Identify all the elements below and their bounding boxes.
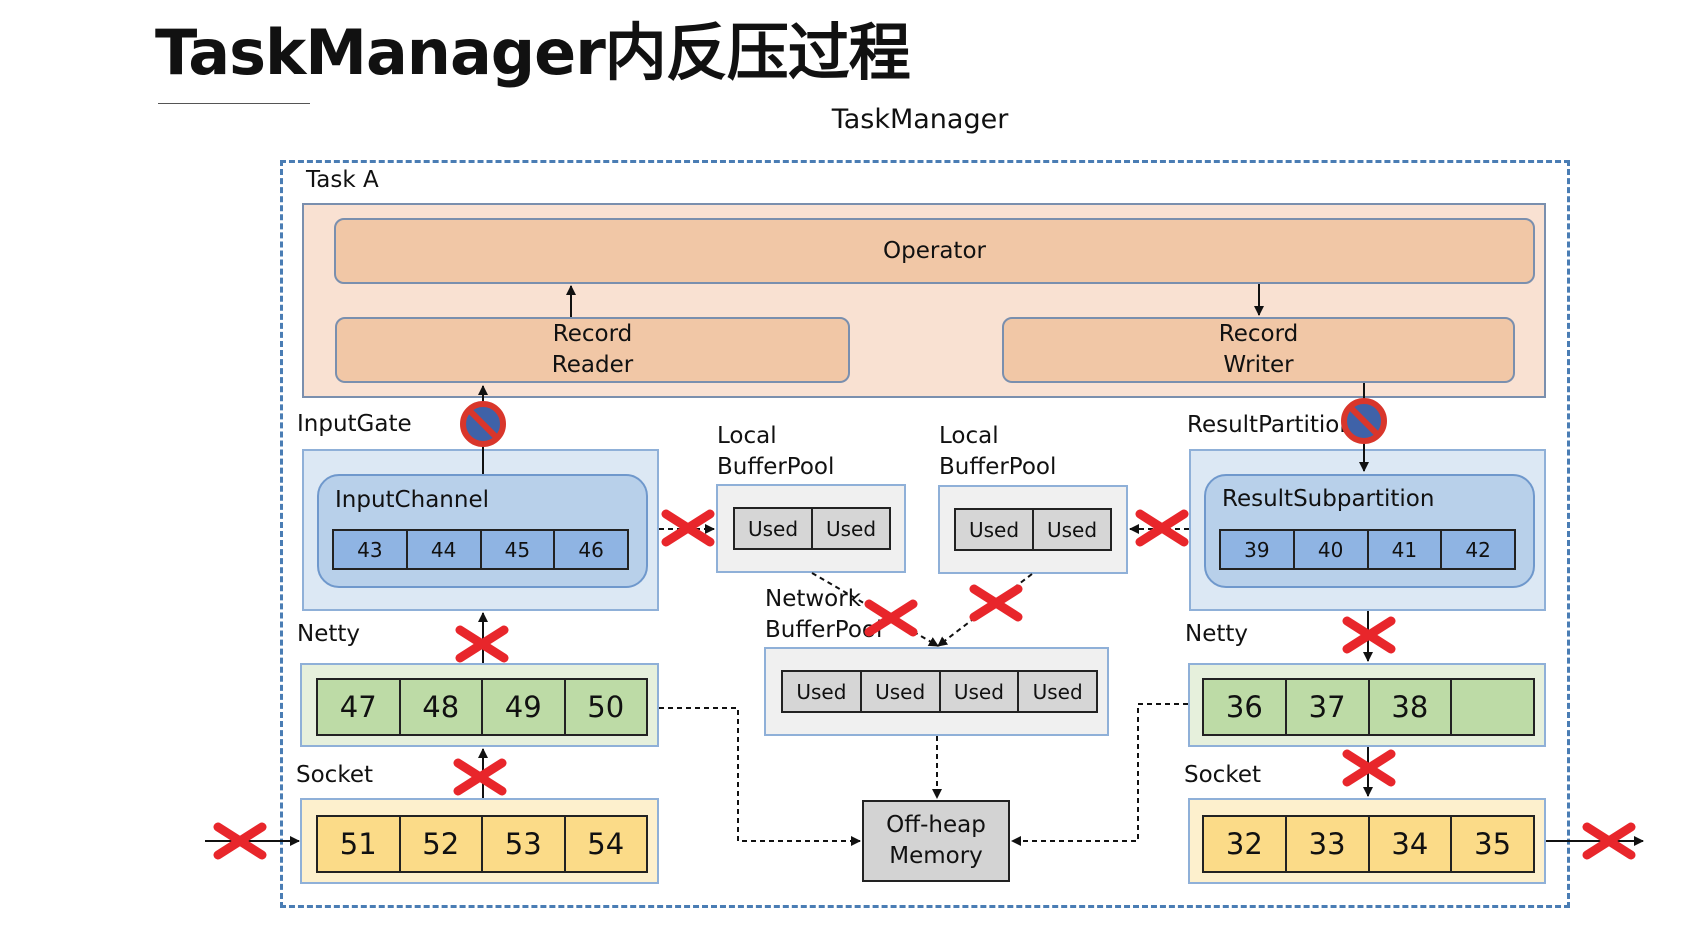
- result-partition-label: ResultPartition: [1187, 412, 1354, 438]
- used-slot: Used: [859, 672, 939, 711]
- buffer-cell: 34: [1367, 817, 1451, 871]
- blocked-x-external-input: [218, 827, 262, 855]
- buffer-cell: 52: [398, 817, 482, 871]
- buffer-cell: 32: [1225, 827, 1263, 861]
- buffer-cell: 50: [563, 680, 647, 734]
- offheap-line2: Memory: [889, 843, 983, 869]
- buffer-cell: 43: [357, 537, 383, 562]
- used-slot: Used: [1017, 672, 1096, 711]
- used-slot: Used: [968, 517, 1020, 542]
- socket-right-buffers: 32 33 34 35: [1202, 815, 1535, 873]
- buffer-cell: 33: [1284, 817, 1368, 871]
- netty-left-label: Netty: [297, 621, 361, 647]
- netty-left-buffers: 47 48 49 50: [316, 678, 648, 736]
- buffer-cell: [1450, 680, 1533, 734]
- buffer-cell: 45: [479, 531, 554, 568]
- used-slot: Used: [811, 509, 889, 548]
- record-reader-box: Record Reader: [335, 317, 850, 383]
- input-channel-label: InputChannel: [335, 487, 489, 513]
- local-bufferpool-left-line2: BufferPool: [717, 454, 835, 480]
- used-slot: Used: [796, 679, 847, 704]
- socket-left-buffers: 51 52 53 54: [316, 815, 648, 873]
- socket-left-label: Socket: [296, 762, 373, 788]
- netty-right-label: Netty: [1185, 621, 1249, 647]
- taskmanager-label: TaskManager: [831, 104, 1009, 135]
- buffer-cell: 53: [481, 817, 564, 871]
- offheap-memory-box: Off-heap Memory: [862, 800, 1010, 882]
- buffer-cell: 47: [339, 690, 377, 724]
- used-slot: Used: [938, 672, 1018, 711]
- buffer-cell: 41: [1366, 531, 1441, 568]
- record-writer-box: Record Writer: [1002, 317, 1515, 383]
- input-gate-label: InputGate: [297, 411, 412, 437]
- task-a-frame: [280, 160, 1570, 908]
- title-divider: [158, 103, 310, 104]
- buffer-cell: 54: [563, 817, 647, 871]
- buffer-cell: 38: [1367, 680, 1451, 734]
- buffer-cell: 36: [1225, 690, 1263, 724]
- network-bufferpool-slots: Used Used Used Used: [781, 670, 1098, 713]
- input-channel-buffers: 43 44 45 46: [332, 529, 629, 570]
- result-subpartition-buffers: 39 40 41 42: [1219, 529, 1516, 570]
- local-bufferpool-right-line1: Local: [939, 423, 999, 449]
- buffer-cell: 42: [1440, 531, 1514, 568]
- socket-right-label: Socket: [1184, 762, 1261, 788]
- buffer-cell: 49: [481, 680, 564, 734]
- buffer-cell: 40: [1292, 531, 1367, 568]
- used-slot: Used: [1032, 510, 1110, 549]
- buffer-cell: 48: [398, 680, 482, 734]
- local-bufferpool-right-line2: BufferPool: [939, 454, 1057, 480]
- operator-label: Operator: [883, 238, 986, 264]
- record-writer-line2: Writer: [1223, 352, 1294, 378]
- network-bufferpool-line2: BufferPool: [765, 617, 883, 643]
- record-reader-line1: Record: [552, 321, 633, 347]
- local-bufferpool-right-slots: Used Used: [954, 508, 1112, 551]
- buffer-cell: 46: [553, 531, 627, 568]
- used-slot: Used: [747, 516, 799, 541]
- offheap-line1: Off-heap: [886, 812, 986, 838]
- local-bufferpool-left-slots: Used Used: [733, 507, 891, 550]
- buffer-cell: 39: [1244, 537, 1270, 562]
- buffer-cell: 37: [1284, 680, 1368, 734]
- buffer-cell: 35: [1450, 817, 1533, 871]
- record-writer-line1: Record: [1218, 321, 1299, 347]
- task-a-label: Task A: [306, 167, 379, 193]
- operator-box: Operator: [334, 218, 1535, 284]
- netty-right-buffers: 36 37 38: [1202, 678, 1535, 736]
- record-reader-line2: Reader: [551, 352, 634, 378]
- buffer-cell: 44: [405, 531, 480, 568]
- network-bufferpool-line1: Network: [765, 586, 862, 612]
- page-title: TaskManager内反压过程: [155, 16, 911, 89]
- result-subpartition-label: ResultSubpartition: [1222, 486, 1435, 512]
- blocked-x-external-output: [1587, 827, 1631, 855]
- buffer-cell: 51: [339, 827, 377, 861]
- local-bufferpool-left-line1: Local: [717, 423, 777, 449]
